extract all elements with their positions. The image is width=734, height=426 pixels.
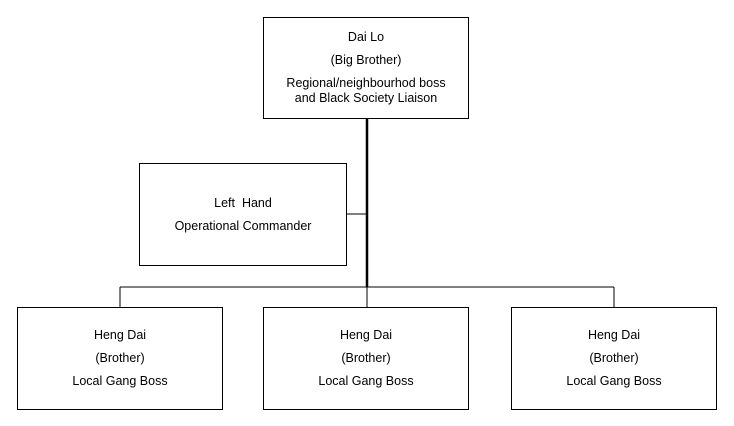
dai-lo-desc-line2: and Black Society Liaison [294, 91, 438, 105]
heng-dai-box-3: Heng Dai (Brother) Local Gang Boss [511, 307, 717, 410]
dai-lo-box: Dai Lo (Big Brother) Regional/neighbourh… [263, 17, 469, 119]
left-hand-desc: Operational Commander [174, 218, 312, 233]
heng-dai-box-2: Heng Dai (Brother) Local Gang Boss [263, 307, 469, 410]
heng-dai-title: (Brother) [95, 351, 145, 365]
left-hand-name: Left Hand [214, 195, 272, 210]
heng-dai-name: Heng Dai [93, 328, 147, 342]
heng-dai-title: (Brother) [589, 351, 639, 365]
heng-dai-name: Heng Dai [587, 328, 641, 342]
heng-dai-desc: Local Gang Boss [72, 374, 168, 388]
left-hand-box: Left Hand Operational Commander [139, 163, 347, 266]
heng-dai-desc: Local Gang Boss [566, 374, 662, 388]
heng-dai-desc: Local Gang Boss [318, 374, 414, 388]
heng-dai-name: Heng Dai [339, 328, 393, 342]
dai-lo-title: (Big Brother) [330, 53, 402, 67]
dai-lo-name: Dai Lo [347, 30, 385, 44]
heng-dai-title: (Brother) [341, 351, 391, 365]
heng-dai-box-1: Heng Dai (Brother) Local Gang Boss [17, 307, 223, 410]
dai-lo-desc-line1: Regional/neighbourhod boss [286, 76, 446, 90]
